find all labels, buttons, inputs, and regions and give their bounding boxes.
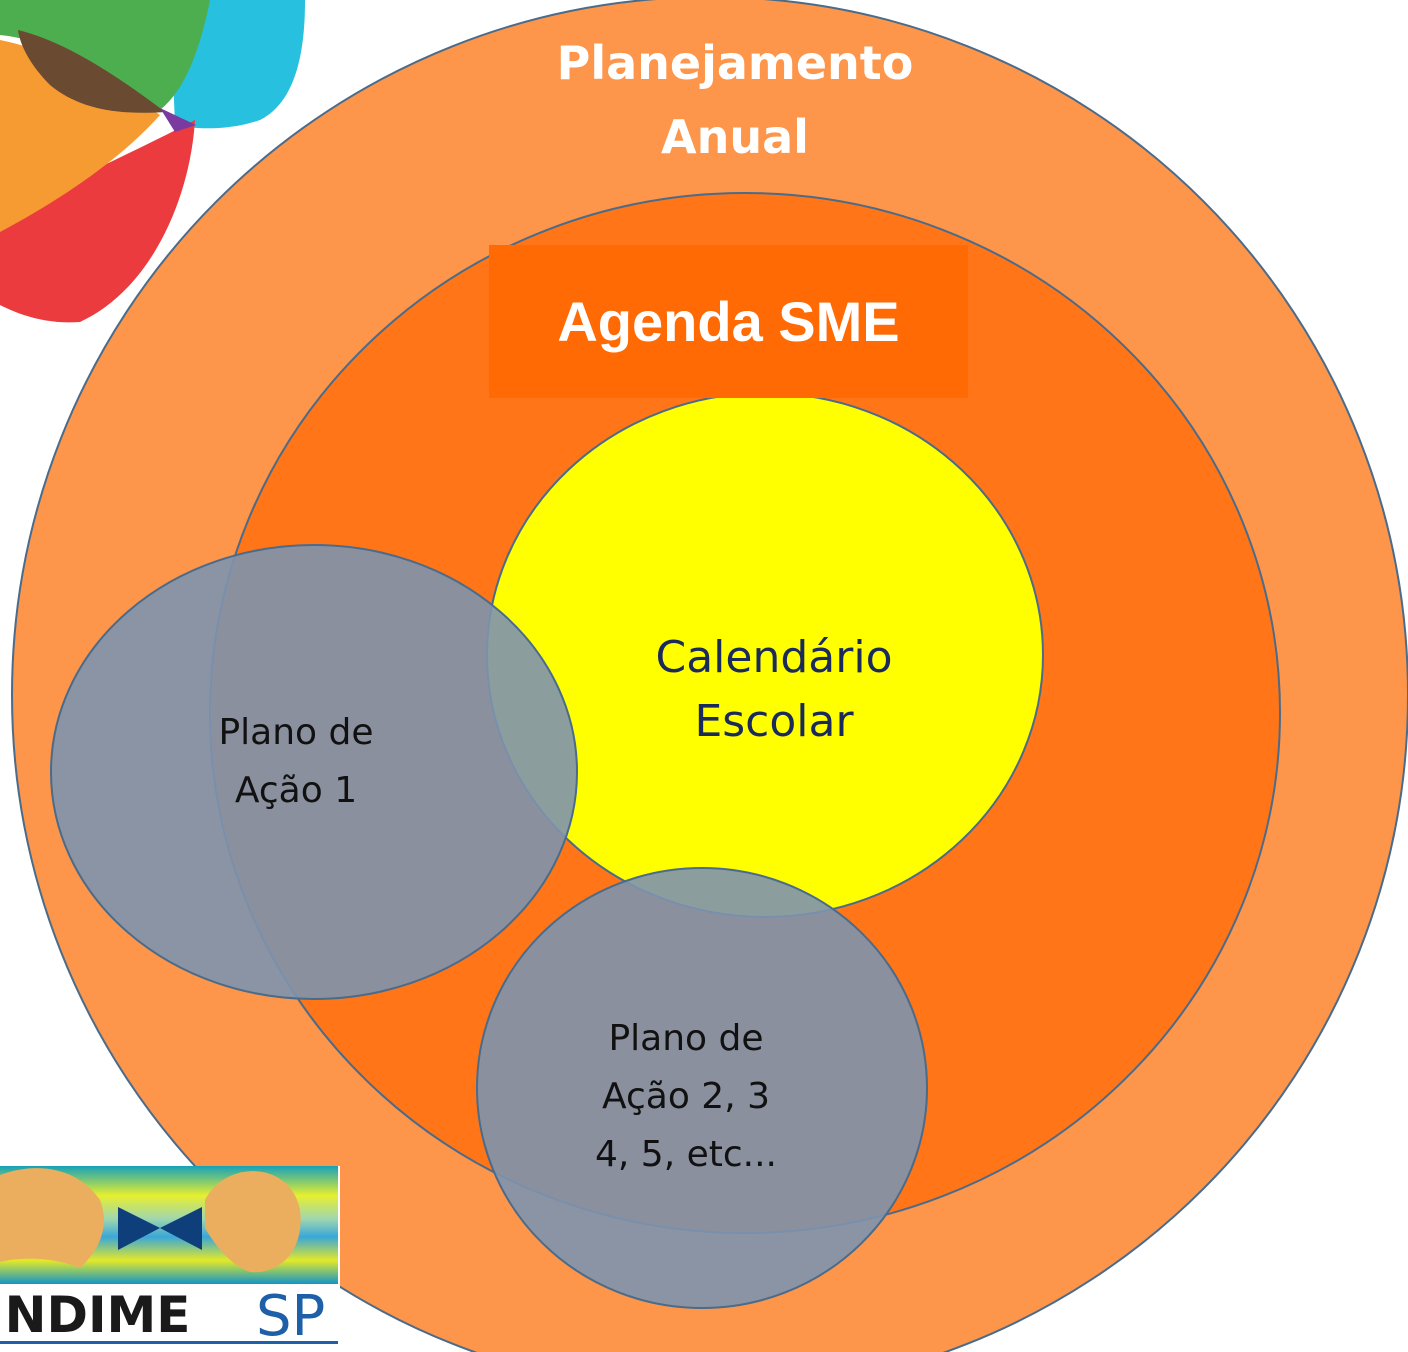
undime-logo: UNDIME SP xyxy=(0,1166,340,1352)
calendar-label-line2: Escolar xyxy=(694,696,854,747)
logo-green-petal xyxy=(0,0,210,110)
plan-1-ellipse xyxy=(50,544,578,1000)
plan-2-label-line3: 4, 5, etc... xyxy=(595,1134,777,1175)
corner-logo-icon xyxy=(0,0,305,323)
plan-1-label-line1: Plano de xyxy=(218,712,374,753)
plan-2-label-line1: Plano de xyxy=(608,1018,764,1059)
outer-circle-label-line2: Anual xyxy=(661,110,809,164)
outer-circle-label-line1: Planejamento xyxy=(556,36,914,90)
undime-logo-sp-text: SP xyxy=(256,1284,325,1349)
logo-cyan-petal xyxy=(170,0,305,129)
logo-purple-overlap xyxy=(160,108,196,132)
logo-orange-petal xyxy=(0,40,160,232)
undime-logo-text: UNDIME xyxy=(0,1286,190,1344)
undime-logo-right-heart xyxy=(205,1171,301,1273)
plan-2-ellipse xyxy=(476,867,928,1309)
plan-2-label-line2: Ação 2, 3 xyxy=(601,1076,770,1117)
undime-logo-underline xyxy=(0,1341,338,1344)
plan-1-label-line2: Ação 1 xyxy=(234,770,358,811)
logo-brown-overlap xyxy=(18,30,165,113)
undime-logo-left-heart xyxy=(0,1168,104,1268)
logo-red-petal xyxy=(0,120,195,323)
agenda-box: Agenda SME xyxy=(489,245,968,398)
calendar-label-line1: Calendário xyxy=(655,632,893,683)
undime-logo-center-bowtie xyxy=(118,1207,202,1250)
agenda-label: Agenda SME xyxy=(557,290,900,353)
